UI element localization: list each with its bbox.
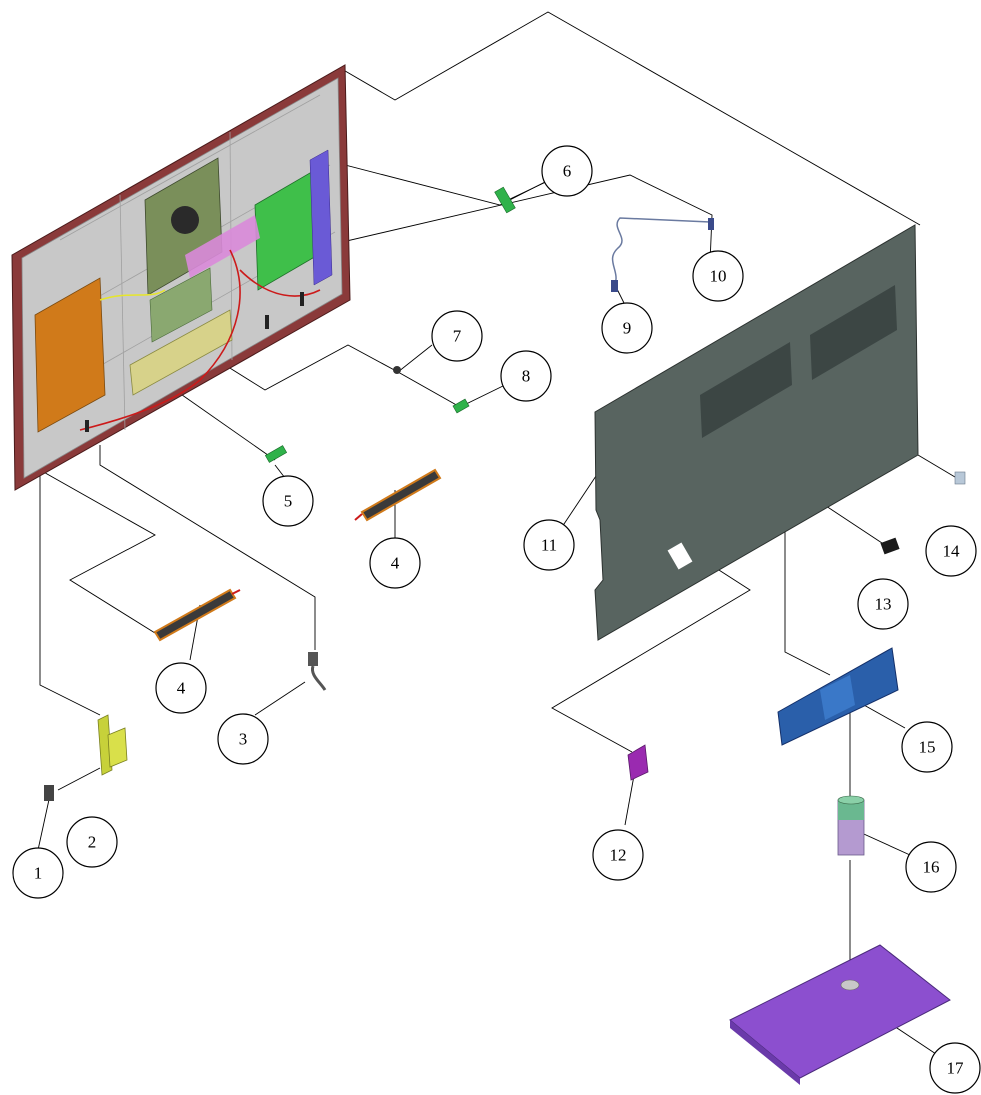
callout-13: 13: [857, 578, 909, 630]
plate-hole: [171, 206, 199, 234]
led-driver-board: [129, 309, 233, 396]
part-15-stand-bracket: [777, 647, 899, 746]
part-3-cable: [308, 652, 327, 691]
callout-16-label: 16: [923, 858, 940, 877]
leader-1: [37, 794, 51, 851]
part-5-pcb: [264, 445, 288, 463]
callout-4-left-label: 4: [177, 679, 186, 698]
callout-9-label: 9: [623, 319, 632, 338]
part-6-pcb: [494, 186, 516, 214]
leader-2b: [57, 767, 101, 791]
back-cover-body: [594, 224, 919, 641]
callout-15-label: 15: [919, 738, 936, 757]
callout-10: 10: [692, 250, 744, 302]
callout-1-label: 1: [34, 864, 43, 883]
callout-13-label: 13: [875, 595, 892, 614]
callout-6-label: 6: [563, 162, 572, 181]
back-cover-vents: [700, 285, 897, 438]
back-cover-cutout: [667, 542, 693, 570]
callout-2: 2: [66, 816, 118, 868]
callout-14-label: 14: [943, 542, 961, 561]
callout-3-label: 3: [239, 730, 248, 749]
leader-3: [99, 445, 316, 650]
callout-9: 9: [601, 302, 653, 354]
leader-5: [174, 389, 276, 461]
leader-panel-backcover-top: [339, 11, 921, 226]
callout-10-label: 10: [710, 267, 727, 286]
callout-3: 3: [217, 713, 269, 765]
tcon-board: [149, 267, 213, 343]
power-board: [34, 277, 106, 433]
callout-7: 7: [431, 310, 483, 362]
part-1-connector: [44, 785, 54, 801]
part-16-stand-column: [837, 795, 865, 856]
part-4-speaker-left: [153, 588, 241, 642]
callout-12: 12: [592, 829, 644, 881]
callout-11-label: 11: [541, 536, 557, 555]
callout-7-label: 7: [453, 327, 462, 346]
part-8-pcb: [452, 398, 470, 414]
callout-4-right-label: 4: [391, 554, 400, 573]
panel-back-sheet: [21, 77, 343, 479]
leader-8b: [397, 371, 506, 408]
part-17-stand-base: [729, 944, 951, 1085]
callout-17: 17: [929, 1042, 981, 1094]
leader-2: [39, 475, 101, 716]
part-12-clip: [627, 744, 649, 781]
leader-14: [917, 454, 961, 481]
callout-8: 8: [500, 350, 552, 402]
callout-2-label: 2: [88, 833, 97, 852]
leader-3b: [254, 681, 306, 716]
callout-8-label: 8: [522, 367, 531, 386]
callout-4-left: 4: [155, 662, 207, 714]
callout-15: 15: [901, 721, 953, 773]
main-board-connectors: [309, 149, 333, 286]
frame-clips: [85, 292, 304, 432]
part-10-connector: [708, 218, 714, 230]
callout-16: 16: [905, 841, 957, 893]
callout-1: 1: [12, 847, 64, 899]
callout-5: 5: [262, 475, 314, 527]
part-9-10-cable: [611, 217, 711, 286]
callout-5-label: 5: [284, 492, 293, 511]
part-13-block: [880, 537, 900, 555]
lvds-ribbon: [185, 215, 260, 278]
leader-6b: [507, 179, 551, 201]
part-14-clip: [954, 471, 966, 485]
part-9-connector: [611, 280, 618, 292]
part-7-screw: [393, 366, 401, 374]
leader-7-8: [224, 344, 433, 391]
callout-12-label: 12: [610, 846, 627, 865]
callout-11: 11: [523, 519, 575, 571]
callout-4-right: 4: [369, 537, 421, 589]
part-2-io-bracket: [97, 714, 128, 776]
panel-assembly: [11, 64, 351, 491]
callout-17-label: 17: [947, 1059, 965, 1078]
callout-14: 14: [925, 525, 977, 577]
callout-6: 6: [541, 145, 593, 197]
leader-10: [264, 174, 713, 264]
leader-11: [559, 469, 601, 531]
back-cover: [594, 224, 919, 641]
yellow-wire: [99, 289, 166, 301]
leader-4b: [39, 469, 156, 634]
internal-wiring: [79, 249, 321, 431]
leader-13: [819, 501, 886, 546]
part-4-speaker-right: [354, 468, 442, 522]
